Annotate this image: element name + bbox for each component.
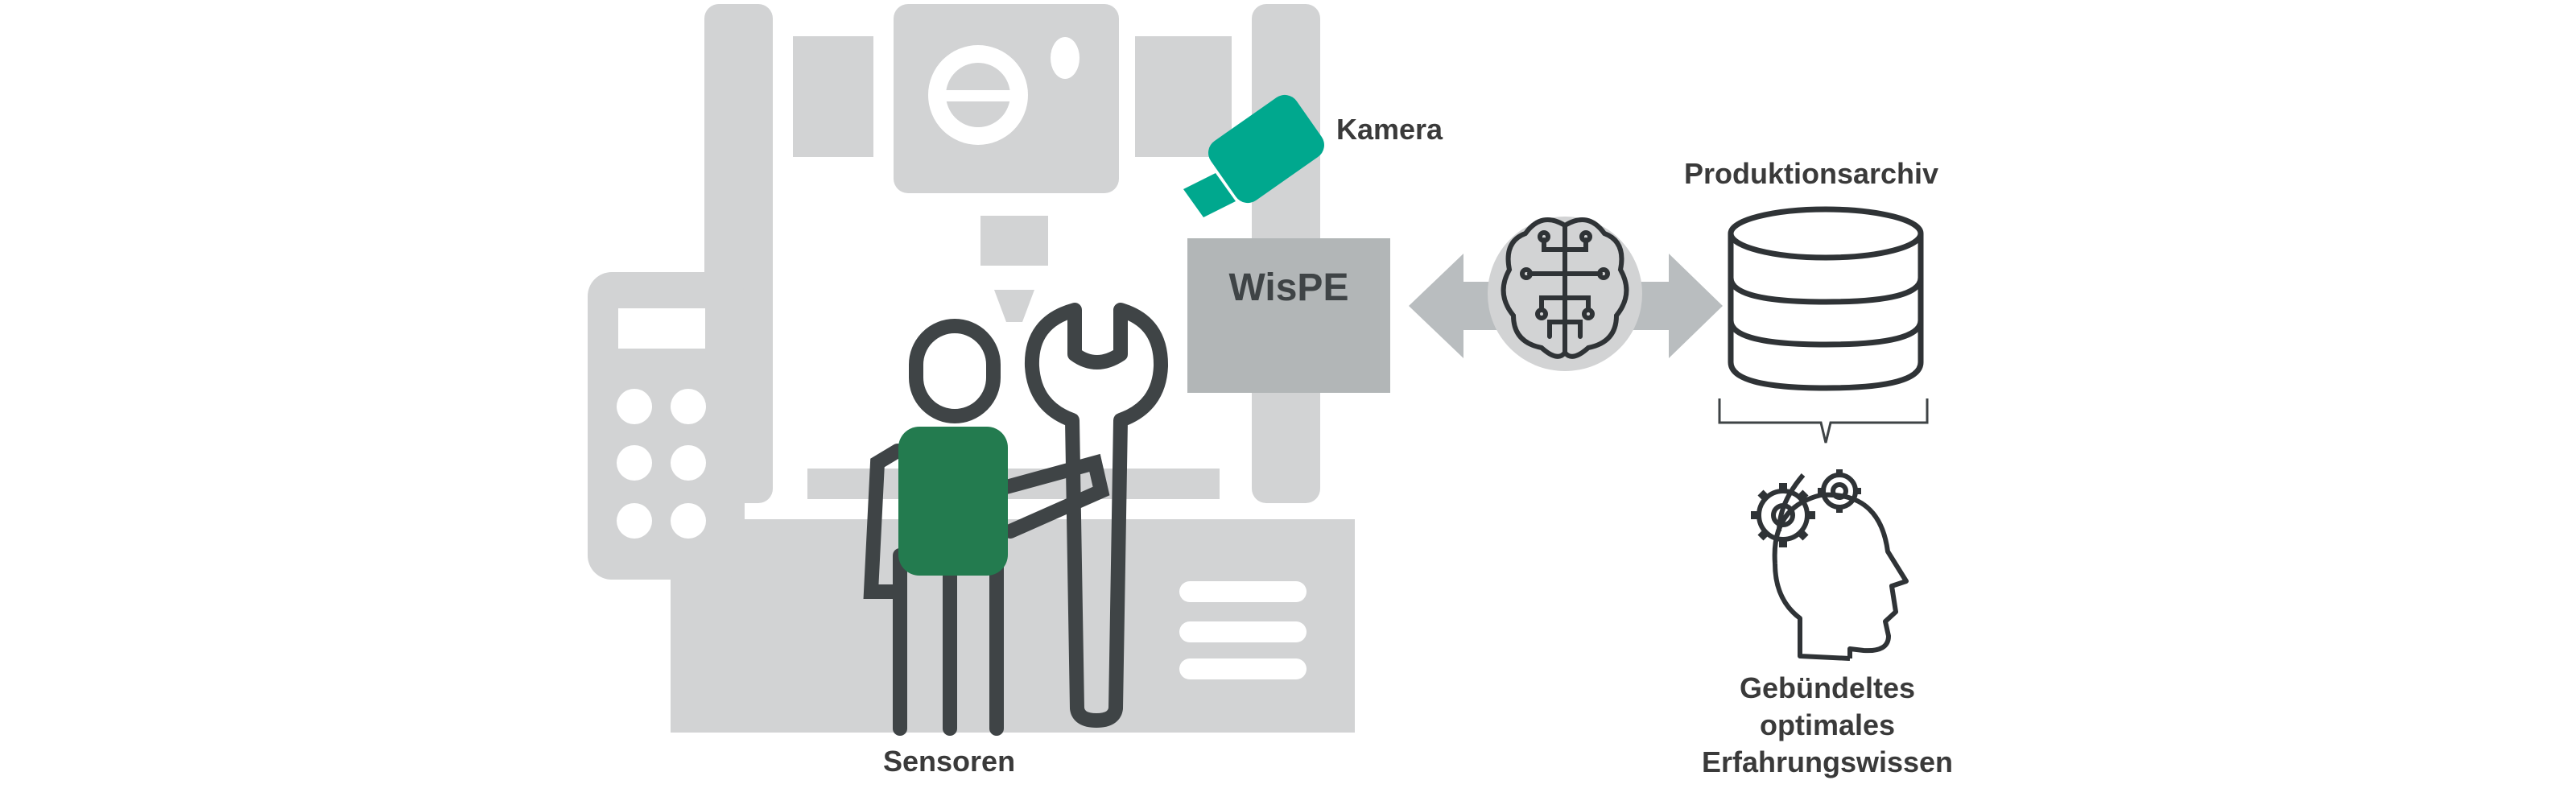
worker-icon [863, 319, 1110, 736]
database-icon [1728, 206, 1924, 391]
control-panel-display [618, 308, 705, 349]
wispe-box [1187, 238, 1390, 393]
worker-torso [898, 427, 1008, 576]
machine-nozzle [980, 216, 1048, 266]
camera-icon [1183, 94, 1324, 217]
head-gears-icon [1751, 469, 1909, 661]
archive-label: Produktionsarchiv [1684, 157, 1939, 190]
double-arrow [1409, 254, 1723, 358]
sensors-label: Sensoren [883, 745, 1016, 778]
camera-label: Kamera [1336, 113, 1443, 146]
control-panel [588, 272, 745, 580]
wispe-label: WisPE [1228, 266, 1349, 309]
machine-beam-right [1135, 36, 1232, 157]
control-panel-buttons [617, 308, 706, 539]
knowledge-label-line2: optimales [1759, 708, 1896, 741]
machine-nozzle-tip [994, 290, 1034, 322]
knowledge-label: Gebündeltes optimales Erfahrungswissen [1674, 670, 1980, 781]
wrench-icon [1024, 303, 1169, 728]
knowledge-label-line3: Erfahrungswissen [1701, 745, 1954, 778]
machine-logo-icon [928, 37, 1080, 145]
archive-brace [1718, 398, 1929, 444]
machine-vents [1179, 581, 1307, 679]
knowledge-label-line1: Gebündeltes [1739, 671, 1916, 704]
brain-circuit-icon [1501, 217, 1629, 359]
machine-beam-left [793, 36, 873, 157]
